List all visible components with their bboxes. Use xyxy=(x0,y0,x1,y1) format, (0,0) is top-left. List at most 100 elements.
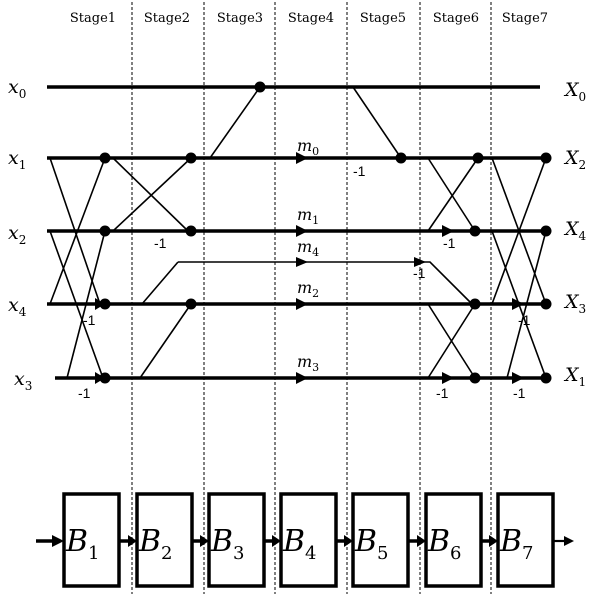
output-label: X2 xyxy=(563,147,586,172)
wire xyxy=(506,230,547,379)
negation-label: -1 xyxy=(513,385,526,401)
block-2 xyxy=(135,492,194,588)
junction-node xyxy=(540,298,552,310)
block-1 xyxy=(62,492,121,588)
output-label: X0 xyxy=(563,79,586,104)
input-label: x1 xyxy=(8,147,26,172)
junction-node xyxy=(99,298,111,310)
arrow-marker xyxy=(296,152,308,164)
block-label: B2 xyxy=(138,524,173,564)
arrow-marker xyxy=(296,225,308,237)
block-label: B1 xyxy=(65,524,100,564)
input-labels: x0 x1 x2 x4 x3 xyxy=(8,76,32,393)
junction-node xyxy=(472,152,484,164)
block-chain xyxy=(36,492,574,588)
wire-m4 xyxy=(178,261,473,305)
arrow-marker xyxy=(512,298,524,310)
input-label: x2 xyxy=(8,222,26,247)
block-label: B3 xyxy=(210,524,245,564)
junction-node xyxy=(254,81,266,93)
butterfly-wires xyxy=(49,86,547,379)
junction-node xyxy=(99,225,111,237)
negation-label: -1 xyxy=(78,385,91,401)
arrow-marker xyxy=(344,535,353,547)
block-3 xyxy=(207,492,266,588)
wire xyxy=(66,230,106,379)
stage-label: Stage1 xyxy=(70,11,116,26)
arrow-marker xyxy=(512,372,524,384)
wire xyxy=(427,303,476,379)
arrow-marker xyxy=(564,536,574,546)
arrow-marker xyxy=(442,372,454,384)
wire xyxy=(49,157,106,305)
multiplier-label: m0 xyxy=(297,136,319,158)
block-labels: B1 B2 B3 B4 B5 B6 B7 xyxy=(65,524,534,564)
negation-label: -1 xyxy=(436,385,449,401)
junction-node xyxy=(185,152,197,164)
wire xyxy=(427,157,479,232)
negation-label: -1 xyxy=(518,312,531,328)
negation-label: -1 xyxy=(154,235,167,251)
wire xyxy=(112,157,192,232)
arrow-marker xyxy=(296,298,308,310)
negation-label: -1 xyxy=(443,235,456,251)
multiplier-labels: m0 m1 m4 m2 m3 xyxy=(297,136,319,374)
junction-node xyxy=(469,372,481,384)
arrow-marker xyxy=(52,535,64,547)
negation-label: -1 xyxy=(353,163,366,179)
multiplier-label: m4 xyxy=(297,237,319,259)
junction-node xyxy=(540,225,552,237)
junction-nodes xyxy=(99,81,552,384)
wire xyxy=(112,157,189,232)
output-label: X3 xyxy=(563,291,586,316)
stage-label: Stage6 xyxy=(433,11,479,26)
stage-dividers xyxy=(131,2,492,594)
junction-node xyxy=(99,152,111,164)
negation-label: -1 xyxy=(413,265,426,281)
arrow-marker xyxy=(442,225,454,237)
stage-label: Stage3 xyxy=(217,11,263,26)
input-label: x4 xyxy=(8,294,27,319)
input-label: x0 xyxy=(8,76,26,101)
multiplier-label: m3 xyxy=(297,352,319,374)
arrow-marker xyxy=(128,535,137,547)
block-7 xyxy=(496,492,555,588)
wire xyxy=(139,303,192,379)
junction-node xyxy=(469,225,481,237)
junction-node xyxy=(185,298,197,310)
arrow-marker xyxy=(296,372,308,384)
junction-node xyxy=(540,372,552,384)
block-label: B5 xyxy=(354,524,389,564)
junction-node xyxy=(99,372,111,384)
stage-labels: Stage1 Stage2 Stage3 Stage4 Stage5 Stage… xyxy=(70,11,548,26)
multiplier-label: m1 xyxy=(297,205,319,227)
junction-node xyxy=(540,152,552,164)
block-label: B7 xyxy=(499,524,534,564)
block-label: B4 xyxy=(282,524,317,564)
multiplier-label: m2 xyxy=(297,278,319,300)
wire xyxy=(141,261,179,305)
wire xyxy=(491,157,547,305)
arrow-marker xyxy=(296,257,308,267)
stage-label: Stage4 xyxy=(288,11,334,26)
wire xyxy=(49,230,104,379)
negation-labels: -1 -1 -1 -1 -1 -1 -1 -1 -1 xyxy=(78,163,531,401)
block-label: B6 xyxy=(427,524,462,564)
junction-node xyxy=(185,225,197,237)
wire xyxy=(352,86,402,159)
output-label: X1 xyxy=(563,364,586,389)
wire xyxy=(209,86,261,159)
junction-node xyxy=(469,298,481,310)
block-4 xyxy=(279,492,338,588)
stage-label: Stage7 xyxy=(502,11,548,26)
stage-label: Stage5 xyxy=(360,11,406,26)
arrow-marker xyxy=(489,535,498,547)
junction-node xyxy=(395,152,407,164)
arrow-marker xyxy=(272,535,281,547)
arrow-marker xyxy=(414,257,426,267)
arrow-marker xyxy=(417,535,426,547)
stage-label: Stage2 xyxy=(144,11,190,26)
wire xyxy=(427,157,476,232)
input-label: x3 xyxy=(14,368,32,393)
